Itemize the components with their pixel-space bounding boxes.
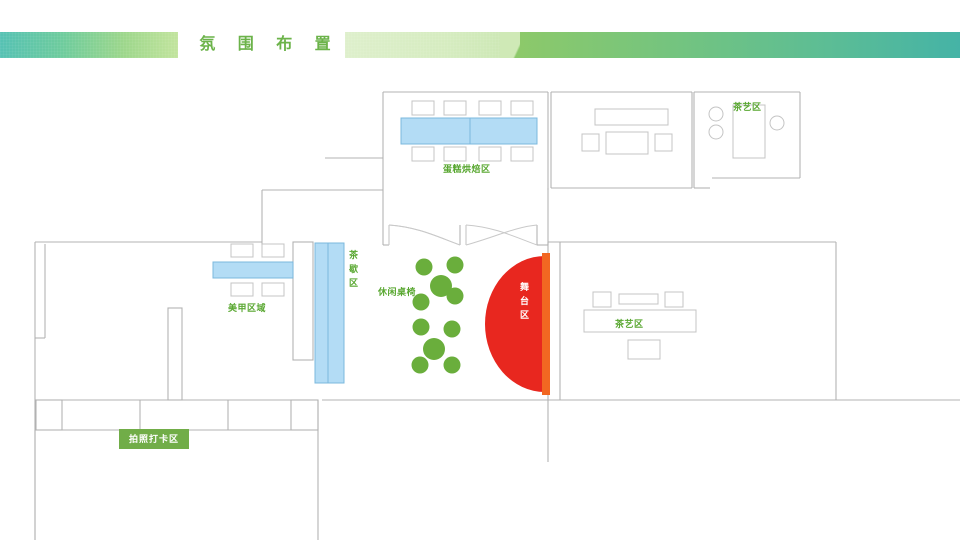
side-stool-right [654, 133, 673, 152]
nail-area-furniture [212, 243, 294, 297]
page-title: 氛 围 布 置 [199, 36, 340, 53]
door-arc-mirror-b [465, 224, 538, 246]
seat [415, 258, 433, 276]
long-tea-table [583, 309, 697, 333]
chair-bottom [627, 339, 661, 360]
banner-gradient-left [0, 32, 178, 58]
leisure-seating-clusters [411, 256, 464, 374]
baking-table-right [469, 117, 538, 145]
nail-chairs-bottom [230, 282, 285, 297]
stage-backdrop-bar [542, 253, 550, 395]
chair [230, 282, 254, 297]
zone-label-photo-checkin: 拍照打卡区 [119, 429, 190, 449]
seat [446, 256, 464, 274]
baking-table-left [400, 117, 471, 145]
zone-label-nail-area: 美甲区域 [228, 303, 267, 313]
tea-stool [769, 115, 785, 131]
tea-stool [708, 106, 724, 122]
zone-label-tea-art-top: 茶艺区 [733, 102, 762, 112]
column-bottom-mid [290, 399, 319, 431]
partition-nail-right [292, 241, 314, 361]
seat [443, 320, 461, 338]
seating-cluster-top [412, 256, 464, 311]
chair [261, 243, 285, 258]
tea-break-counter-a [314, 242, 329, 384]
tea-break-furniture [314, 242, 345, 384]
column-center [167, 307, 183, 401]
door-swing-arcs [388, 224, 538, 246]
chair [664, 291, 684, 308]
chair [411, 146, 435, 162]
chair [478, 100, 502, 116]
interior-partitions [35, 241, 561, 462]
console-table [594, 108, 669, 126]
cake-chairs-top [411, 100, 534, 116]
floor-plan-svg [34, 91, 960, 540]
door-arc-left-a [388, 224, 461, 246]
stage-shape [485, 253, 550, 395]
banner-gradient-right [520, 32, 960, 58]
cake-chairs-bottom [411, 146, 534, 162]
center-table [605, 131, 649, 155]
tea-stool [708, 124, 724, 140]
chair [443, 146, 467, 162]
chair [510, 146, 534, 162]
seat [411, 356, 429, 374]
chair [411, 100, 435, 116]
chair [510, 100, 534, 116]
mid-top-room-furniture [581, 108, 673, 155]
stage-semicircle [485, 256, 545, 392]
seat [412, 293, 430, 311]
tea-art-top-furniture [708, 104, 785, 159]
zone-label-stage: 舞台区 [519, 282, 529, 324]
nail-table [212, 261, 294, 279]
tea-table [732, 104, 766, 159]
zone-label-leisure-seating: 休闲桌椅 [378, 287, 417, 297]
zone-label-tea-break: 茶歇区 [348, 250, 358, 292]
cake-baking-furniture [400, 100, 538, 162]
banner-gradient-mid [345, 32, 520, 58]
chair [478, 146, 502, 162]
seat [412, 318, 430, 336]
chair [443, 100, 467, 116]
floor-plan-canvas: 蛋糕烘焙区 茶艺区 美甲区域 茶歇区 休闲桌椅 舞台区 茶艺区 拍照打卡区 [0, 70, 960, 540]
top-rooms-walls [325, 91, 801, 196]
door-arc-mirror-a [388, 224, 461, 246]
column-bottom-left [35, 399, 63, 431]
side-stool-left [581, 133, 600, 152]
seat [443, 356, 461, 374]
chair [230, 243, 254, 258]
tea-break-counter-b [327, 242, 345, 384]
tea-art-right-furniture [583, 291, 697, 360]
nail-chairs-top [230, 243, 285, 258]
banner-noise-texture [0, 32, 178, 58]
console [618, 293, 659, 305]
seating-cluster-bottom [411, 318, 461, 374]
header-banner [0, 32, 960, 58]
zone-label-cake-baking: 蛋糕烘焙区 [443, 164, 491, 174]
round-table [423, 338, 445, 360]
zone-label-tea-art-right: 茶艺区 [615, 319, 644, 329]
banner-title-gap [178, 32, 345, 58]
round-table [430, 275, 452, 297]
corridor-walls [261, 189, 549, 246]
chair [592, 291, 612, 308]
chair [261, 282, 285, 297]
banner-noise-texture-mid [345, 32, 520, 58]
seat [446, 287, 464, 305]
